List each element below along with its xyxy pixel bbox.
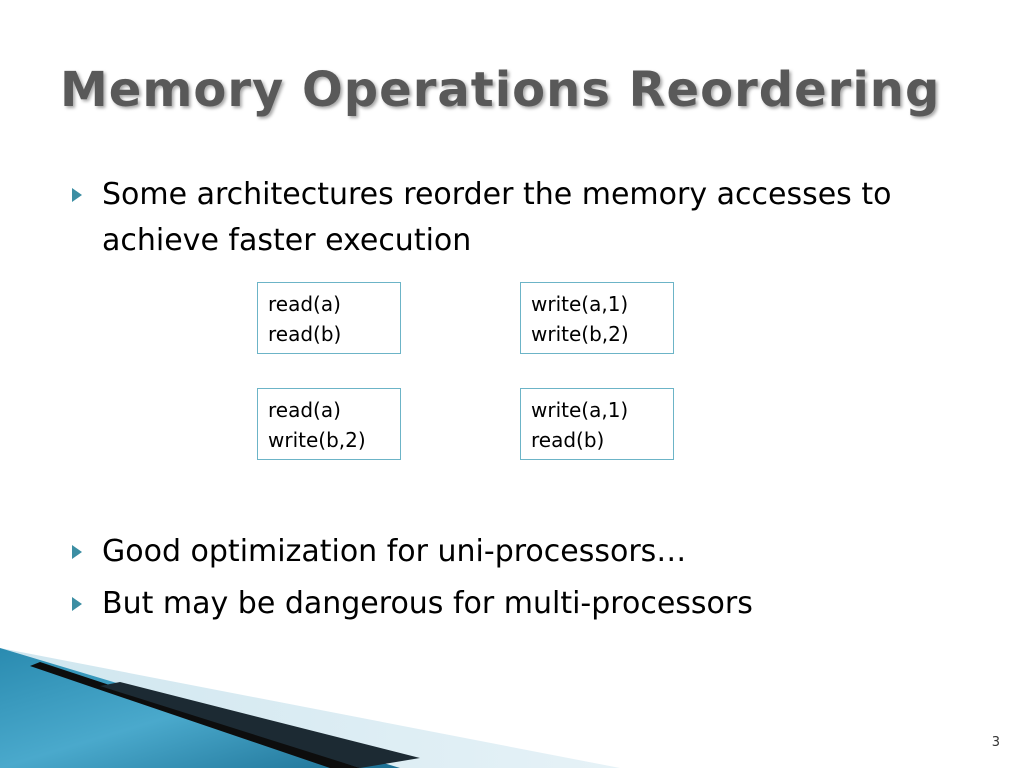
bullet-text: But may be dangerous for multi-processor… <box>102 586 753 621</box>
triangle-right-icon <box>72 581 84 627</box>
bullet-item: But may be dangerous for multi-processor… <box>72 581 972 627</box>
code-box: read(a) read(b) <box>257 282 401 354</box>
code-box: write(a,1) write(b,2) <box>520 282 674 354</box>
triangle-right-icon <box>72 172 84 218</box>
bullet-text: Good optimization for uni-processors… <box>102 534 687 569</box>
code-line: read(b) <box>531 428 605 452</box>
code-line: write(b,2) <box>531 322 629 346</box>
code-box: read(a) write(b,2) <box>257 388 401 460</box>
code-line: write(a,1) <box>531 292 629 316</box>
code-line: read(b) <box>268 322 342 346</box>
code-line: write(b,2) <box>268 428 366 452</box>
bullet-item: Good optimization for uni-processors… <box>72 529 972 575</box>
bullet-item: Some architectures reorder the memory ac… <box>72 172 972 264</box>
slide-title: Memory Operations Reordering <box>60 62 941 118</box>
triangle-right-icon <box>72 529 84 575</box>
corner-decoration <box>0 648 620 768</box>
code-line: write(a,1) <box>531 398 629 422</box>
page-number: 3 <box>991 735 1000 750</box>
code-line: read(a) <box>268 398 341 422</box>
bullet-text: Some architectures reorder the memory ac… <box>102 177 892 258</box>
code-box: write(a,1) read(b) <box>520 388 674 460</box>
code-line: read(a) <box>268 292 341 316</box>
